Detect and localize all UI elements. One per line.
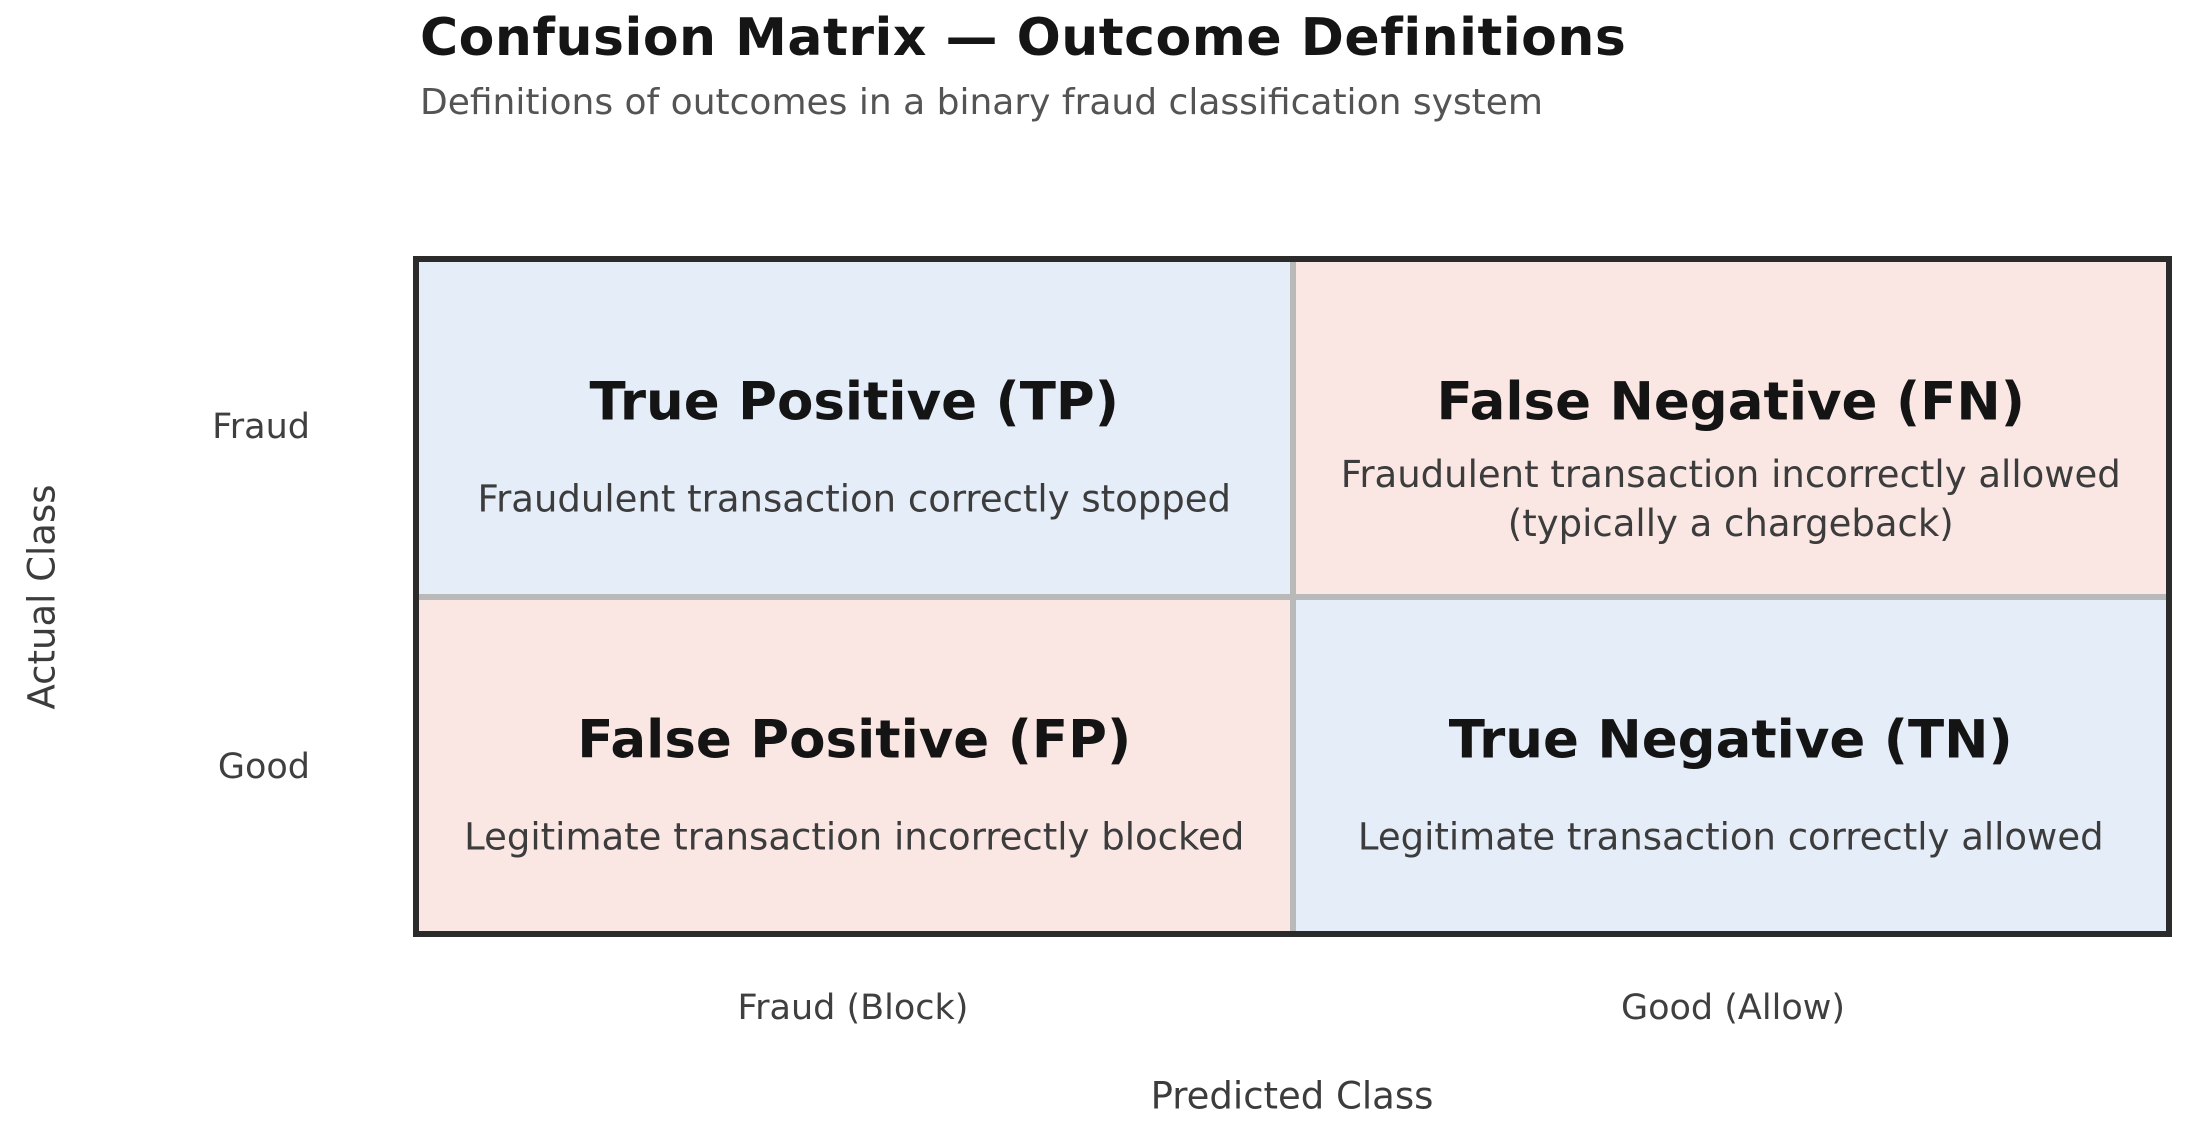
cell-true-positive-description: Fraudulent transaction correctly stopped bbox=[477, 477, 1232, 521]
y-axis-label: Actual Class bbox=[20, 484, 64, 710]
cell-false-negative-title: False Negative (FN) bbox=[1436, 371, 2025, 433]
cell-false-negative: False Negative (FN) Fraudulent transacti… bbox=[1295, 262, 2166, 594]
y-tick-good: Good bbox=[217, 747, 310, 787]
cell-false-positive-description: Legitimate transaction incorrectly block… bbox=[464, 815, 1245, 859]
cell-false-positive: False Positive (FP) Legitimate transacti… bbox=[419, 599, 1290, 931]
x-tick-good-allow: Good (Allow) bbox=[1620, 988, 1846, 1028]
cell-false-negative-description: Fraudulent transaction incorrectly allow… bbox=[1340, 453, 2121, 545]
x-axis-label: Predicted Class bbox=[1150, 1074, 1434, 1118]
cell-true-negative-title: True Negative (TN) bbox=[1448, 709, 2013, 770]
cell-true-positive-title: True Positive (TP) bbox=[589, 371, 1119, 433]
x-tick-fraud-block: Fraud (Block) bbox=[737, 988, 969, 1028]
cell-true-positive: True Positive (TP) Fraudulent transactio… bbox=[419, 262, 1290, 594]
cell-true-negative: True Negative (TN) Legitimate transactio… bbox=[1295, 599, 2166, 931]
figure-title: Confusion Matrix — Outcome Definitions bbox=[420, 8, 1627, 68]
confusion-matrix-grid: True Positive (TP) Fraudulent transactio… bbox=[413, 256, 2172, 937]
cell-true-negative-description: Legitimate transaction correctly allowed bbox=[1357, 815, 2104, 859]
y-tick-fraud: Fraud bbox=[212, 407, 310, 447]
cell-false-positive-title: False Positive (FP) bbox=[577, 709, 1132, 770]
figure-subtitle: Definitions of outcomes in a binary frau… bbox=[420, 82, 1543, 123]
